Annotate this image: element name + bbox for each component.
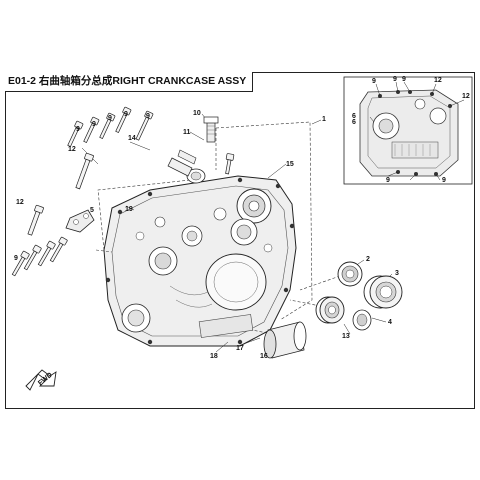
bolt (75, 152, 94, 190)
callout-1: 1 (322, 116, 326, 123)
bolt (225, 153, 235, 175)
bolt (11, 250, 30, 277)
callout-17: 17 (236, 345, 244, 352)
bushing-pair (263, 321, 307, 359)
inset-callout-9: 9 (442, 177, 446, 184)
callout-9: 9 (14, 255, 18, 262)
callout-5: 5 (90, 207, 94, 214)
diagram-title: E01-2 右曲轴箱分总成RIGHT CRANKCASE ASSY (5, 72, 254, 92)
callout-15: 15 (286, 161, 294, 168)
bolt (27, 204, 44, 236)
inset-callout-9: 9 (386, 177, 390, 184)
bolt (49, 236, 68, 263)
bolt (115, 106, 132, 134)
bolt (37, 240, 56, 267)
inset-callout-9: 9 (402, 76, 406, 83)
callout-3: 3 (395, 270, 399, 277)
oil-seal (337, 261, 363, 287)
crankcase-body (103, 175, 297, 347)
callout-16: 16 (260, 353, 268, 360)
inset-callout-9: 9 (393, 76, 397, 83)
bolt (135, 110, 154, 141)
bearing-medium (315, 296, 345, 324)
callout-9: 9 (124, 111, 128, 118)
bolt (99, 112, 116, 140)
inset-callout-9: 9 (372, 78, 376, 85)
inset-callout-6: 6 (352, 113, 356, 120)
inset-callout-12: 12 (434, 77, 442, 84)
callout-18: 18 (210, 353, 218, 360)
callout-13: 13 (342, 333, 350, 340)
oil-seal-small (352, 309, 372, 331)
bracket (65, 209, 95, 233)
bolt (83, 116, 100, 144)
bolt-set (11, 106, 235, 277)
bearing-large (363, 275, 403, 309)
assembly-leader-lines (95, 121, 341, 337)
inset-callout-12: 12 (462, 93, 470, 100)
callout-9: 9 (76, 126, 80, 133)
callout-19: 19 (125, 206, 133, 213)
callout-10: 10 (193, 110, 201, 117)
callout-14: 14 (128, 135, 136, 142)
shift-sensor-assembly (167, 116, 219, 184)
callout-6: 6 (352, 119, 356, 126)
inset-view (343, 76, 473, 185)
callout-4: 4 (388, 319, 392, 326)
bolt (67, 120, 84, 148)
callout-numbers: 1 2 3 4 5 6 9 9 9 9 9 9 10 11 12 12 13 1… (14, 76, 470, 360)
bolt (23, 244, 42, 271)
callout-9: 9 (108, 115, 112, 122)
callout-2: 2 (366, 256, 370, 263)
callout-11: 11 (183, 129, 191, 136)
callout-12: 12 (68, 146, 76, 153)
callout-9: 9 (92, 121, 96, 128)
callout-12: 12 (16, 199, 24, 206)
fwd-arrow-icon: FWD (25, 369, 57, 391)
callout-9: 9 (146, 113, 150, 120)
